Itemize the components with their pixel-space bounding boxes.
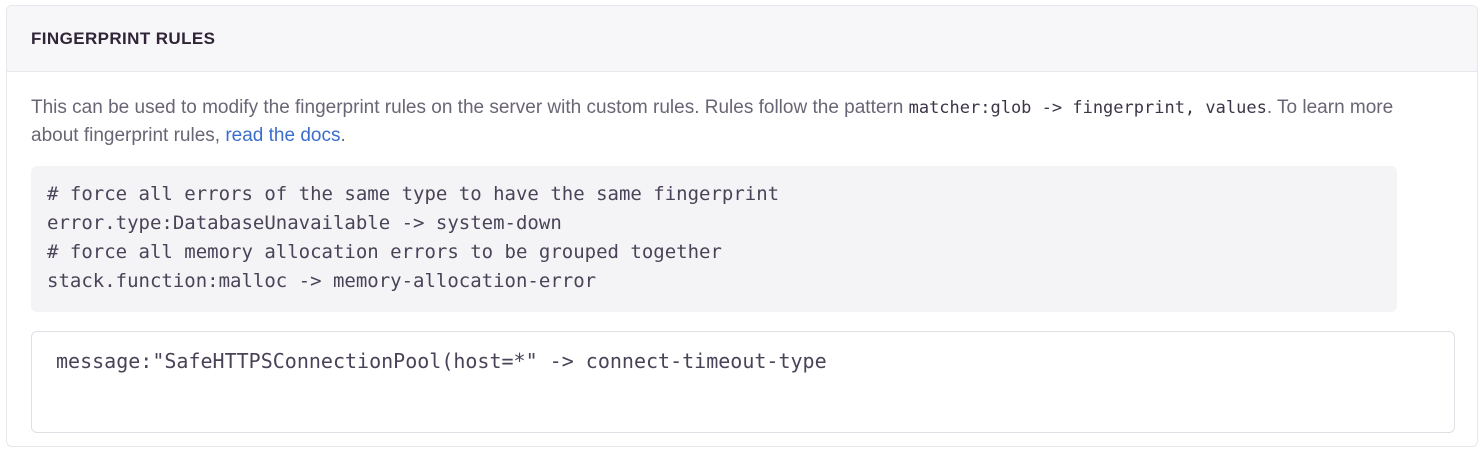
fingerprint-rules-example-code: # force all errors of the same type to h… — [31, 166, 1397, 312]
description-part-2: . To learn more about fingerprint rules, — [31, 97, 1394, 146]
inline-code-pattern: matcher:glob -> fingerprint, values — [908, 98, 1267, 118]
description-part-3: . — [340, 125, 346, 146]
page-title: FINGERPRINT RULES — [31, 28, 216, 48]
panel-header: FINGERPRINT RULES — [7, 6, 1477, 72]
fingerprint-rules-input[interactable] — [31, 331, 1455, 433]
read-the-docs-link[interactable]: read the docs — [225, 125, 341, 146]
description-text: This can be used to modify the fingerpri… — [31, 94, 1411, 149]
fingerprint-rules-panel: FINGERPRINT RULES This can be used to mo… — [6, 5, 1478, 447]
panel-body: This can be used to modify the fingerpri… — [7, 72, 1477, 433]
description-part-1: This can be used to modify the fingerpri… — [31, 97, 909, 118]
